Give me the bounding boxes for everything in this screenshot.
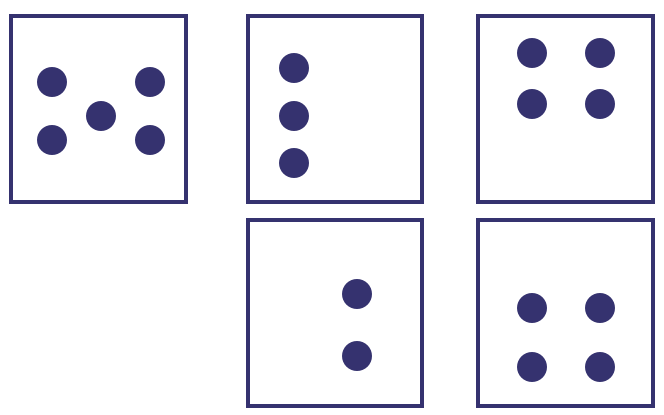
dot xyxy=(585,38,615,68)
dot xyxy=(135,67,165,97)
box-3 xyxy=(476,14,655,204)
dot xyxy=(279,53,309,83)
box-frame xyxy=(476,218,655,408)
dot xyxy=(342,341,372,371)
box-2 xyxy=(246,14,424,204)
box-5 xyxy=(476,218,655,408)
dot xyxy=(517,89,547,119)
dot xyxy=(585,352,615,382)
dot xyxy=(135,125,165,155)
dot xyxy=(86,101,116,131)
dot xyxy=(37,67,67,97)
dot xyxy=(37,125,67,155)
box-frame xyxy=(9,14,188,204)
dot xyxy=(279,148,309,178)
dot xyxy=(517,352,547,382)
box-frame xyxy=(246,14,424,204)
dot xyxy=(279,101,309,131)
box-1 xyxy=(9,14,188,204)
box-frame xyxy=(246,218,424,408)
box-frame xyxy=(476,14,655,204)
dot xyxy=(517,38,547,68)
dot xyxy=(517,293,547,323)
dot xyxy=(585,89,615,119)
box-4 xyxy=(246,218,424,408)
dot xyxy=(342,279,372,309)
dot xyxy=(585,293,615,323)
